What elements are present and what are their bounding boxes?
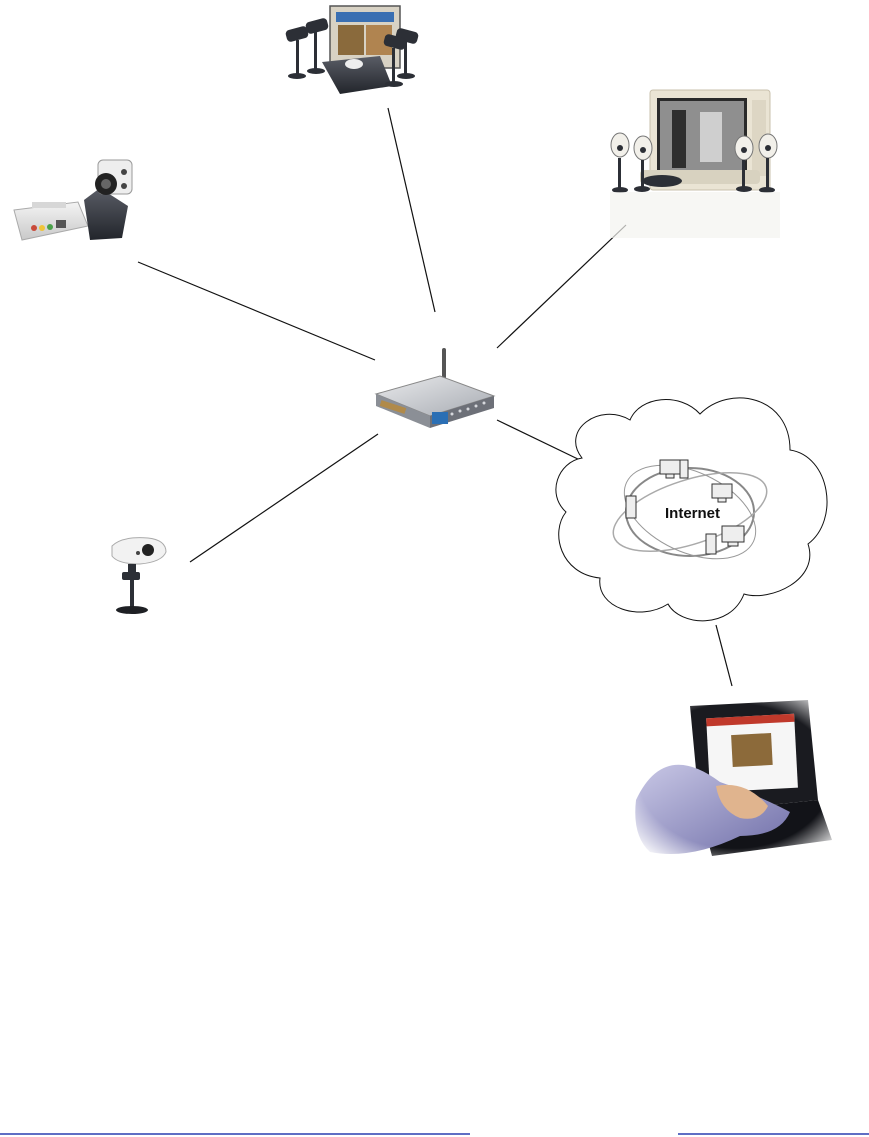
nvr-camera-kit-icon (285, 6, 419, 94)
link-ipcam-router (190, 434, 378, 562)
internet-label: Internet (665, 505, 720, 522)
link-internet-laptop (716, 625, 732, 686)
ip-camera-icon (112, 538, 166, 614)
link-router-internet (497, 420, 582, 461)
wireless-router-icon (376, 348, 494, 428)
link-dvr-router (497, 225, 626, 348)
link-webcam-router (138, 262, 375, 360)
link-nvr-router (388, 108, 435, 312)
laptop-user-icon (620, 690, 850, 862)
dvr-monitor-kit-icon (610, 90, 780, 238)
usb-webcam-server-icon (14, 160, 132, 240)
internet-cloud-icon: Internet (556, 398, 827, 621)
